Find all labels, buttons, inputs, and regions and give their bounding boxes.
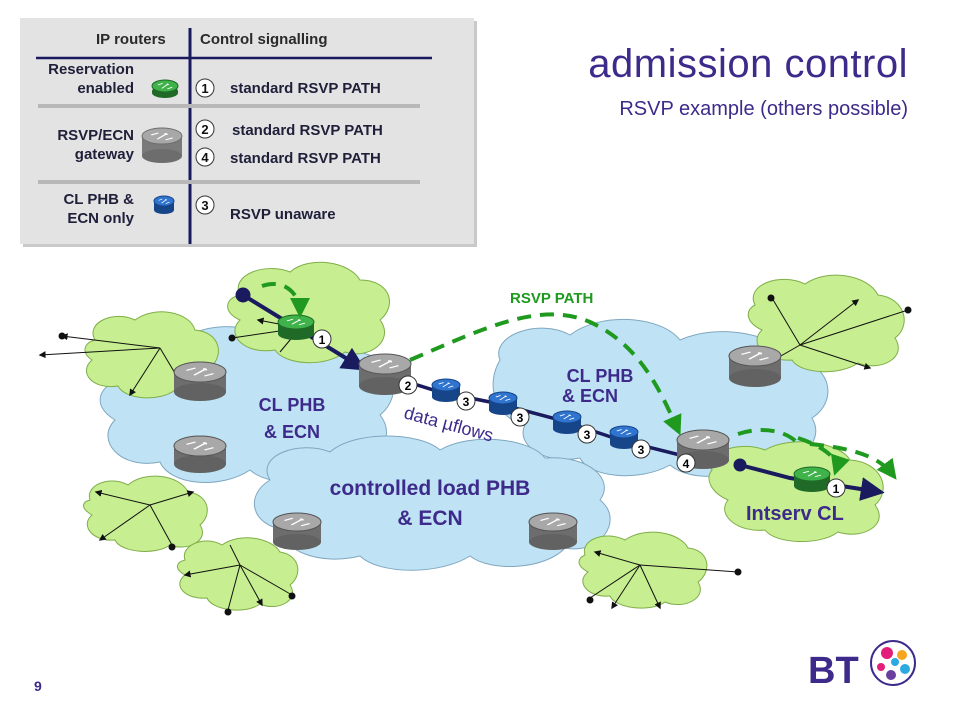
legend-badge-3: 3 xyxy=(195,195,215,215)
router-core-left-top xyxy=(173,361,227,401)
cloud-left-label-line2: & ECN xyxy=(264,422,320,442)
legend-badge-2: 2 xyxy=(195,119,215,139)
legend-signal-step-1: standard RSVP PATH xyxy=(230,80,381,97)
router-core-bottom-left xyxy=(272,512,322,550)
cloud-bottom-label-line1: controlled load PHB xyxy=(330,477,531,500)
cloud-right-label-line2: & ECN xyxy=(562,386,618,406)
router-core-a xyxy=(431,378,461,402)
legend-badge-4: 4 xyxy=(195,147,215,167)
cloud-edge-bottom-right xyxy=(578,531,708,609)
svg-text:2: 2 xyxy=(201,122,208,137)
svg-text:1: 1 xyxy=(319,333,326,347)
badge-core-c: 3 xyxy=(577,424,597,444)
svg-text:3: 3 xyxy=(201,198,208,213)
slide-title: admission control xyxy=(588,42,908,86)
router-core-c xyxy=(552,410,582,434)
badge-core-b: 3 xyxy=(510,407,530,427)
legend-router-blue xyxy=(153,195,175,214)
bt-logo: BT xyxy=(808,640,916,692)
svg-text:3: 3 xyxy=(638,443,645,457)
badge-ingress-gateway: 2 xyxy=(398,375,418,395)
router-core-d xyxy=(609,425,639,449)
router-core-left-bottom xyxy=(173,435,227,473)
cloud-bottom-label-line2: & ECN xyxy=(397,507,462,530)
cloud-edge-left-bottom xyxy=(83,475,208,552)
cloud-edge-intserv xyxy=(708,441,884,542)
legend-panel xyxy=(20,18,474,244)
cloud-right-label-line1: CL PHB xyxy=(567,366,634,386)
host-spokes xyxy=(38,294,912,616)
badge-egress-host: 1 xyxy=(826,478,846,498)
router-core-bottom-right xyxy=(528,512,578,550)
legend-signal-step-3: RSVP unaware xyxy=(230,206,336,223)
badge-ingress-host: 1 xyxy=(312,329,332,349)
svg-text:BT: BT xyxy=(808,650,859,692)
cloud-edge-right-top xyxy=(747,274,905,373)
badge-egress-gateway: 4 xyxy=(676,453,696,473)
svg-text:1: 1 xyxy=(201,81,208,96)
rsvp-path-arrows xyxy=(261,282,897,480)
cloud-core-bottom xyxy=(253,435,611,571)
router-core-right-top xyxy=(728,345,782,387)
badge-core-a: 3 xyxy=(456,391,476,411)
cloud-left-label-line1: CL PHB xyxy=(259,395,326,415)
rsvp-path-label: RSVP PATH xyxy=(510,290,593,307)
legend-signal-step-2: standard RSVP PATH xyxy=(232,122,383,139)
page-number: 9 xyxy=(34,678,42,694)
legend-header-signalling: Control signalling xyxy=(200,31,328,48)
legend-badge-1: 1 xyxy=(195,78,215,98)
legend-label-cl-phb-ecn-only: CL PHB &ECN only xyxy=(63,191,134,227)
router-core-b xyxy=(488,391,518,415)
router-egress-host xyxy=(793,466,831,492)
slide-subtitle: RSVP example (others possible) xyxy=(619,98,908,120)
svg-text:4: 4 xyxy=(201,150,209,165)
badge-core-d: 3 xyxy=(631,439,651,459)
svg-text:3: 3 xyxy=(517,411,524,425)
svg-text:3: 3 xyxy=(463,395,470,409)
legend-signal-step-4: standard RSVP PATH xyxy=(230,150,381,167)
svg-text:2: 2 xyxy=(405,379,412,393)
cloud-edge-top-center xyxy=(227,261,390,364)
legend-graphics: 1 2 4 3 xyxy=(36,28,432,244)
router-ingress-gateway xyxy=(358,353,412,395)
legend-header-routers: IP routers xyxy=(96,31,166,48)
legend-router-grey xyxy=(141,127,183,163)
svg-text:3: 3 xyxy=(584,428,591,442)
router-ingress-host xyxy=(277,314,315,340)
legend-router-green xyxy=(151,79,179,98)
svg-text:4: 4 xyxy=(683,457,690,471)
svg-text:1: 1 xyxy=(833,482,840,496)
intserv-label: Intserv CL xyxy=(746,503,844,525)
